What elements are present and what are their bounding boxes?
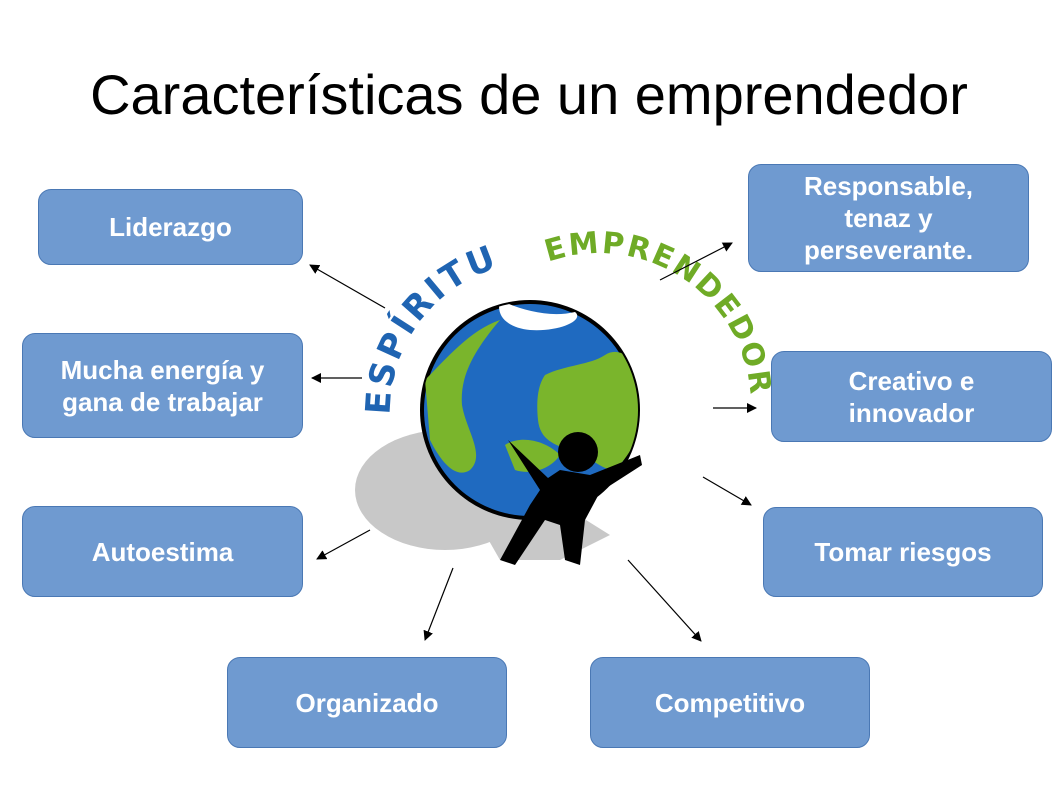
arrow-riesgos <box>702 476 752 506</box>
arrow-responsable <box>659 242 733 281</box>
box-autoestima: Autoestima <box>22 506 303 597</box>
box-liderazgo: Liderazgo <box>38 189 303 265</box>
arrow-organizado <box>423 567 454 641</box>
box-energia: Mucha energía y gana de trabajar <box>22 333 303 438</box>
box-creativo: Creativo e innovador <box>771 351 1052 442</box>
box-riesgos: Tomar riesgos <box>763 507 1043 597</box>
box-organizado: Organizado <box>227 657 507 748</box>
globe <box>420 300 640 520</box>
arrow-competitivo <box>627 559 702 642</box>
slide-title: Características de un emprendedor <box>90 63 968 126</box>
box-competitivo: Competitivo <box>590 657 870 748</box>
box-responsable: Responsable, tenaz y perseverante. <box>748 164 1029 272</box>
person-figure <box>500 432 642 565</box>
arrow-autoestima <box>316 529 371 560</box>
arrow-liderazgo <box>309 264 386 309</box>
